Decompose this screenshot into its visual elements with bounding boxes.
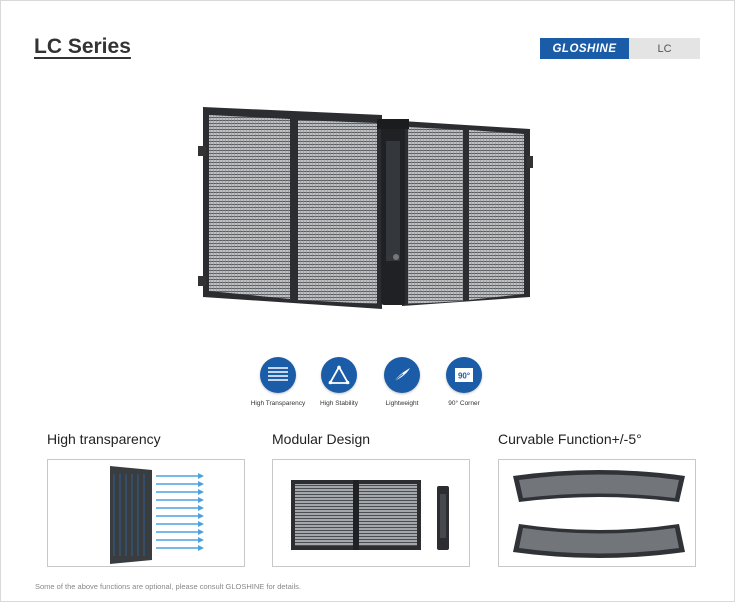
feature-label: 90° Corner <box>448 400 480 407</box>
section-title-curvable: Curvable Function+/-5° <box>498 431 642 447</box>
feature-high-stability: High Stability <box>294 357 384 407</box>
transparency-illustration <box>47 459 245 567</box>
section-title-transparency: High transparency <box>47 431 161 447</box>
brand-logo: GLOSHINE <box>540 38 629 59</box>
series-tag: LC <box>629 38 700 59</box>
feature-label: High Stability <box>320 400 358 407</box>
feature-label: Lightweight <box>385 400 419 407</box>
page-title: LC Series <box>34 35 131 58</box>
corner-90-icon: 90° <box>446 357 482 393</box>
triangle-stability-icon <box>321 357 357 393</box>
feature-90-corner: 90° 90° Corner <box>419 357 509 407</box>
feature-label: High Transparency <box>250 400 306 407</box>
corner-icon-text: 90° <box>458 372 470 381</box>
modular-design-illustration <box>272 459 470 567</box>
section-title-modular: Modular Design <box>272 431 371 447</box>
footnote: Some of the above functions are optional… <box>35 582 301 591</box>
feature-high-transparency: High Transparency <box>233 357 323 407</box>
transparency-lines-icon <box>260 357 296 393</box>
curvable-function-illustration <box>498 459 696 567</box>
feather-icon <box>384 357 420 393</box>
feature-lightweight: Lightweight <box>357 357 447 407</box>
led-panel-product-image <box>198 107 533 309</box>
